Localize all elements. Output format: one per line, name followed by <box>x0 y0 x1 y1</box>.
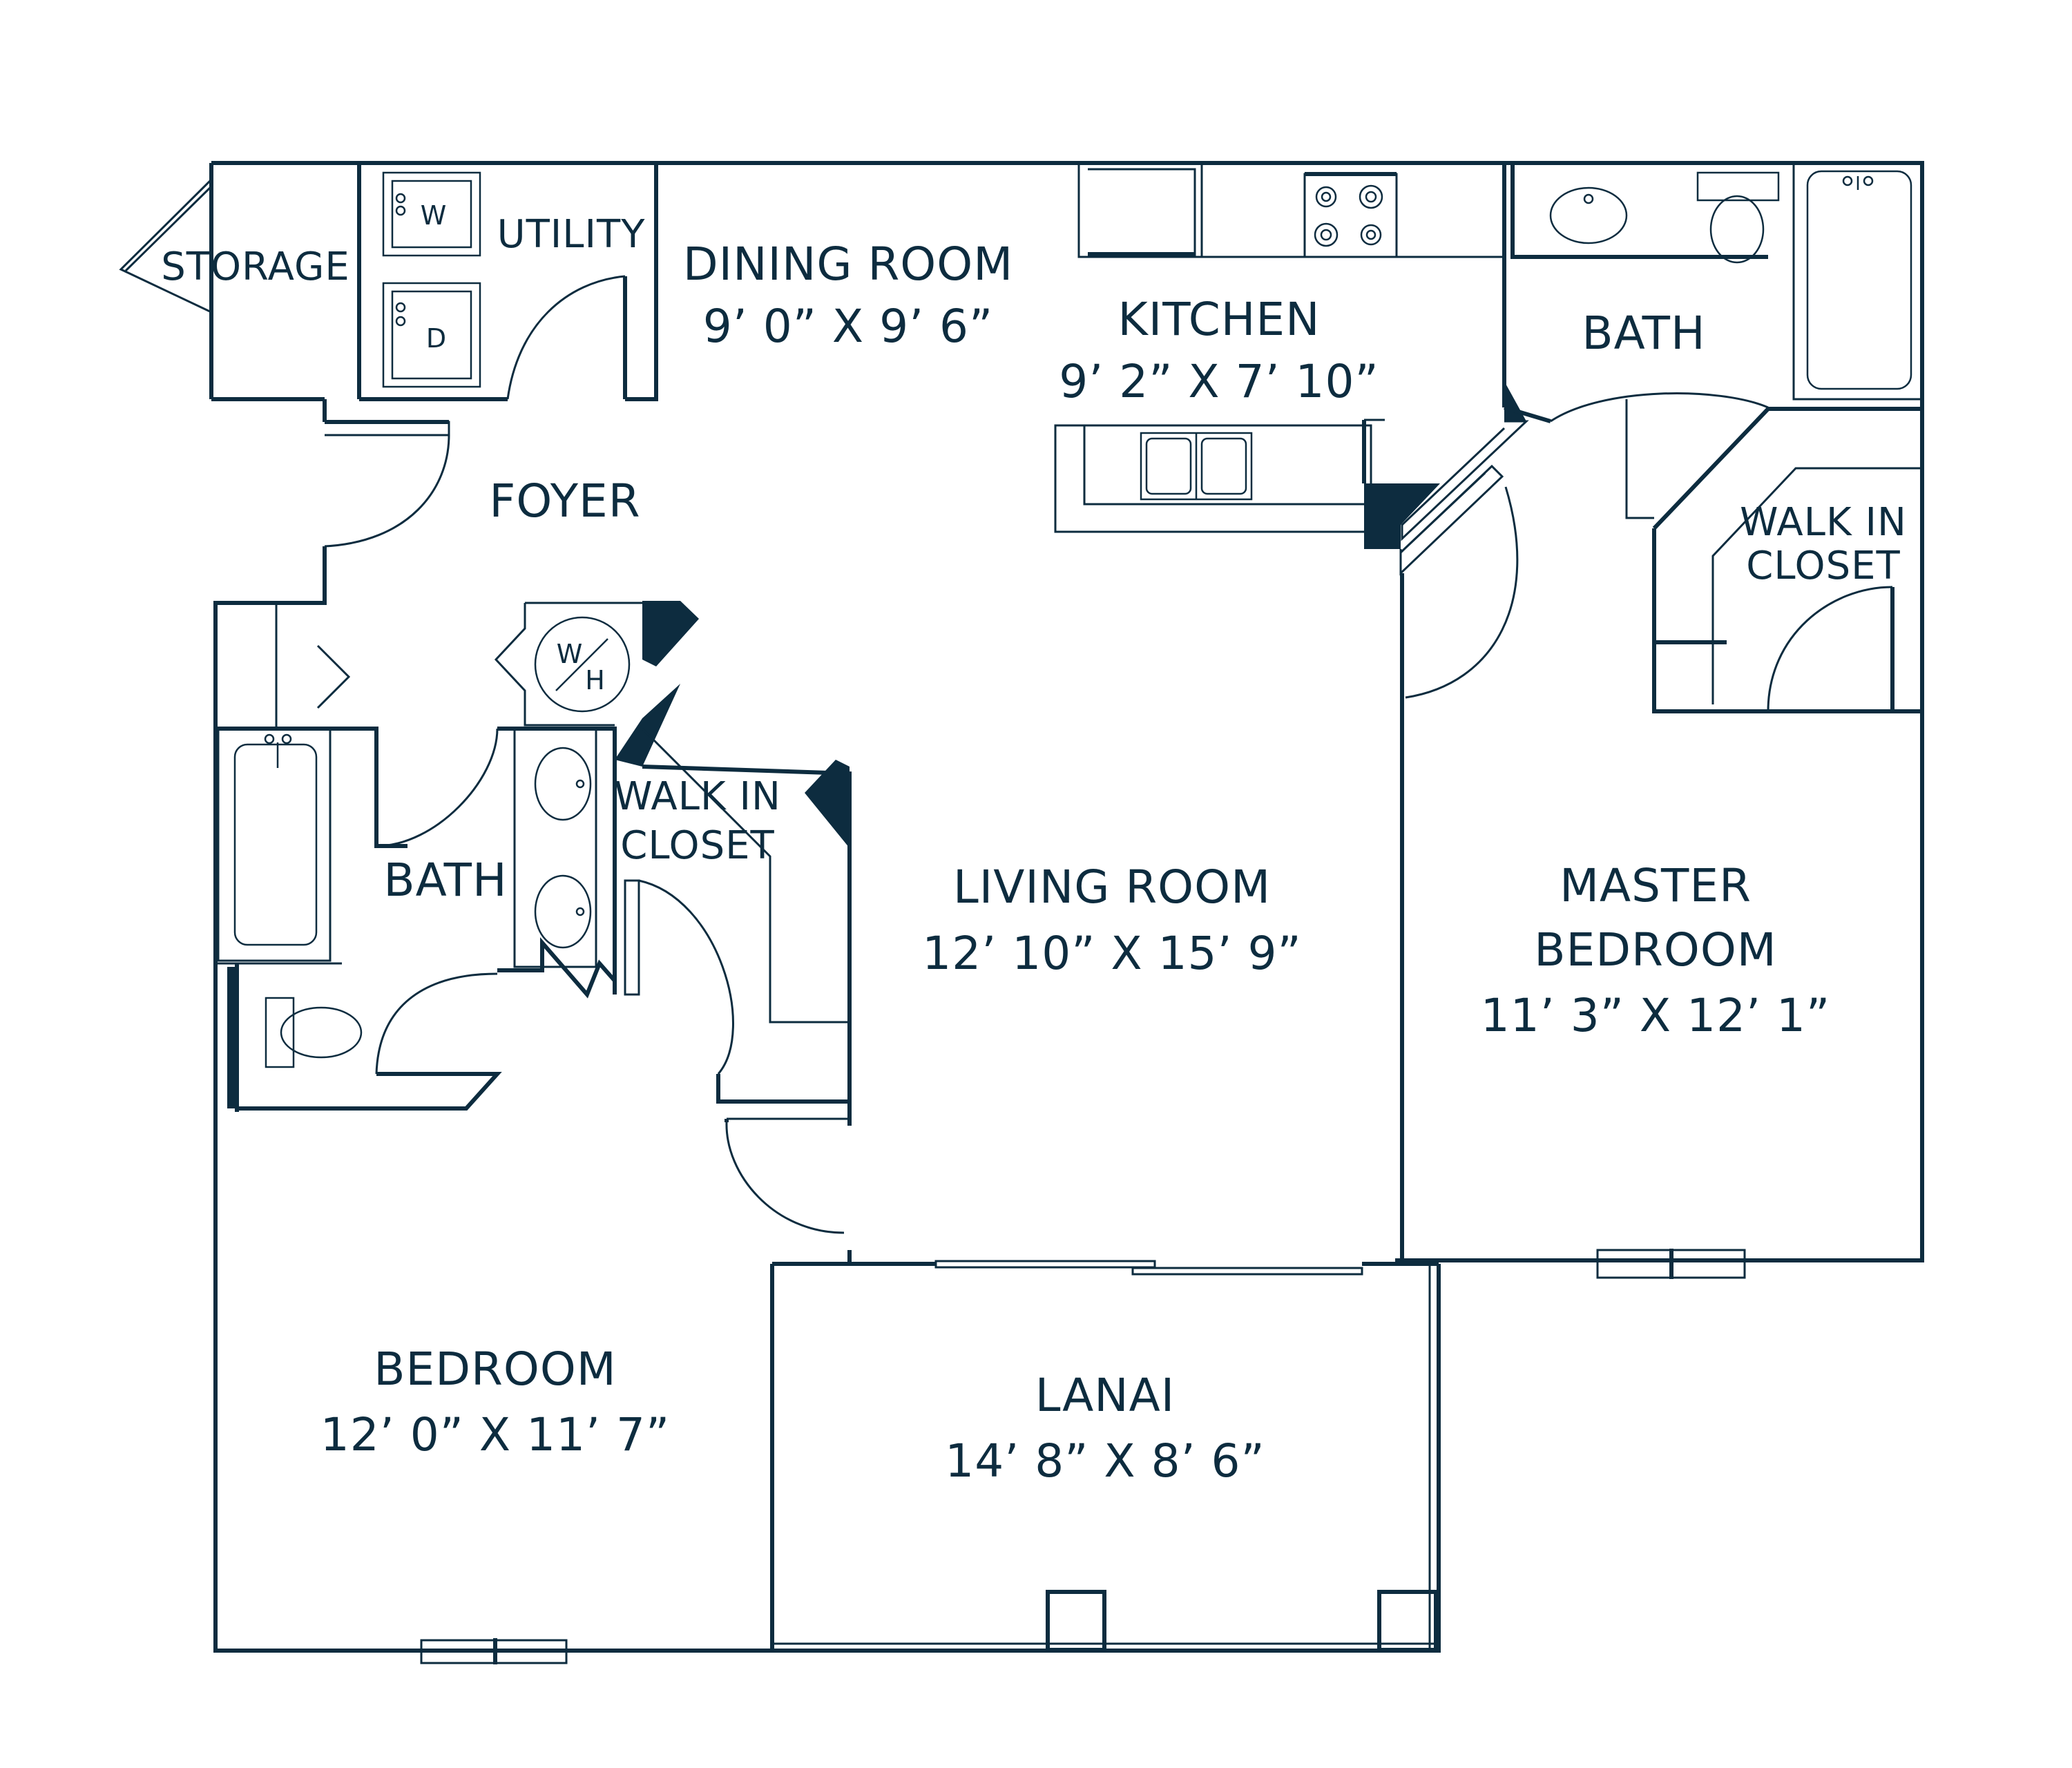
utility-fixtures: W D <box>119 171 627 548</box>
walls <box>209 161 1924 1664</box>
water-heater-label-bottom: H <box>585 665 606 695</box>
bath-label: BATH <box>383 854 507 907</box>
dining-room-label: DINING ROOM <box>683 238 1013 291</box>
master-closet-label-line1: WALK IN <box>1740 500 1907 545</box>
lanai-size: 14’ 8” X 8’ 6” <box>945 1434 1265 1488</box>
room-labels: STORAGE UTILITY DINING ROOM 9’ 0” X 9’ 6… <box>161 212 1907 1488</box>
bedroom-size: 12’ 0” X 11’ 7” <box>320 1408 670 1461</box>
master-bath-label: BATH <box>1582 307 1705 360</box>
closet-label-line2: CLOSET <box>620 823 775 868</box>
bedroom-label: BEDROOM <box>374 1343 617 1396</box>
living-room-label: LIVING ROOM <box>953 861 1271 914</box>
dining-room-size: 9’ 0” X 9’ 6” <box>703 300 993 353</box>
foyer-label: FOYER <box>489 474 640 528</box>
master-bedroom-label-line1: MASTER <box>1560 859 1752 912</box>
master-bedroom-label-line2: BEDROOM <box>1534 923 1777 977</box>
storage-label: STORAGE <box>161 244 350 289</box>
washer-label: W <box>421 200 448 231</box>
master-bedroom-size: 11’ 3” X 12’ 1” <box>1481 989 1830 1042</box>
dryer-label: D <box>426 323 447 354</box>
kitchen-fixtures <box>1054 163 1529 576</box>
closet-label-line1: WALK IN <box>614 774 781 819</box>
kitchen-label: KITCHEN <box>1118 293 1321 346</box>
master-closet-label-line2: CLOSET <box>1746 544 1901 588</box>
master-bath-fixtures <box>1400 163 1922 713</box>
kitchen-size: 9’ 2” X 7’ 10” <box>1059 355 1379 408</box>
utility-label: UTILITY <box>497 212 646 257</box>
living-room-size: 12’ 10” X 15’ 9” <box>922 927 1301 980</box>
lanai-label: LANAI <box>1035 1369 1175 1422</box>
water-heater-label-top: W <box>557 639 584 669</box>
hall-fixtures: W H <box>215 601 852 1234</box>
